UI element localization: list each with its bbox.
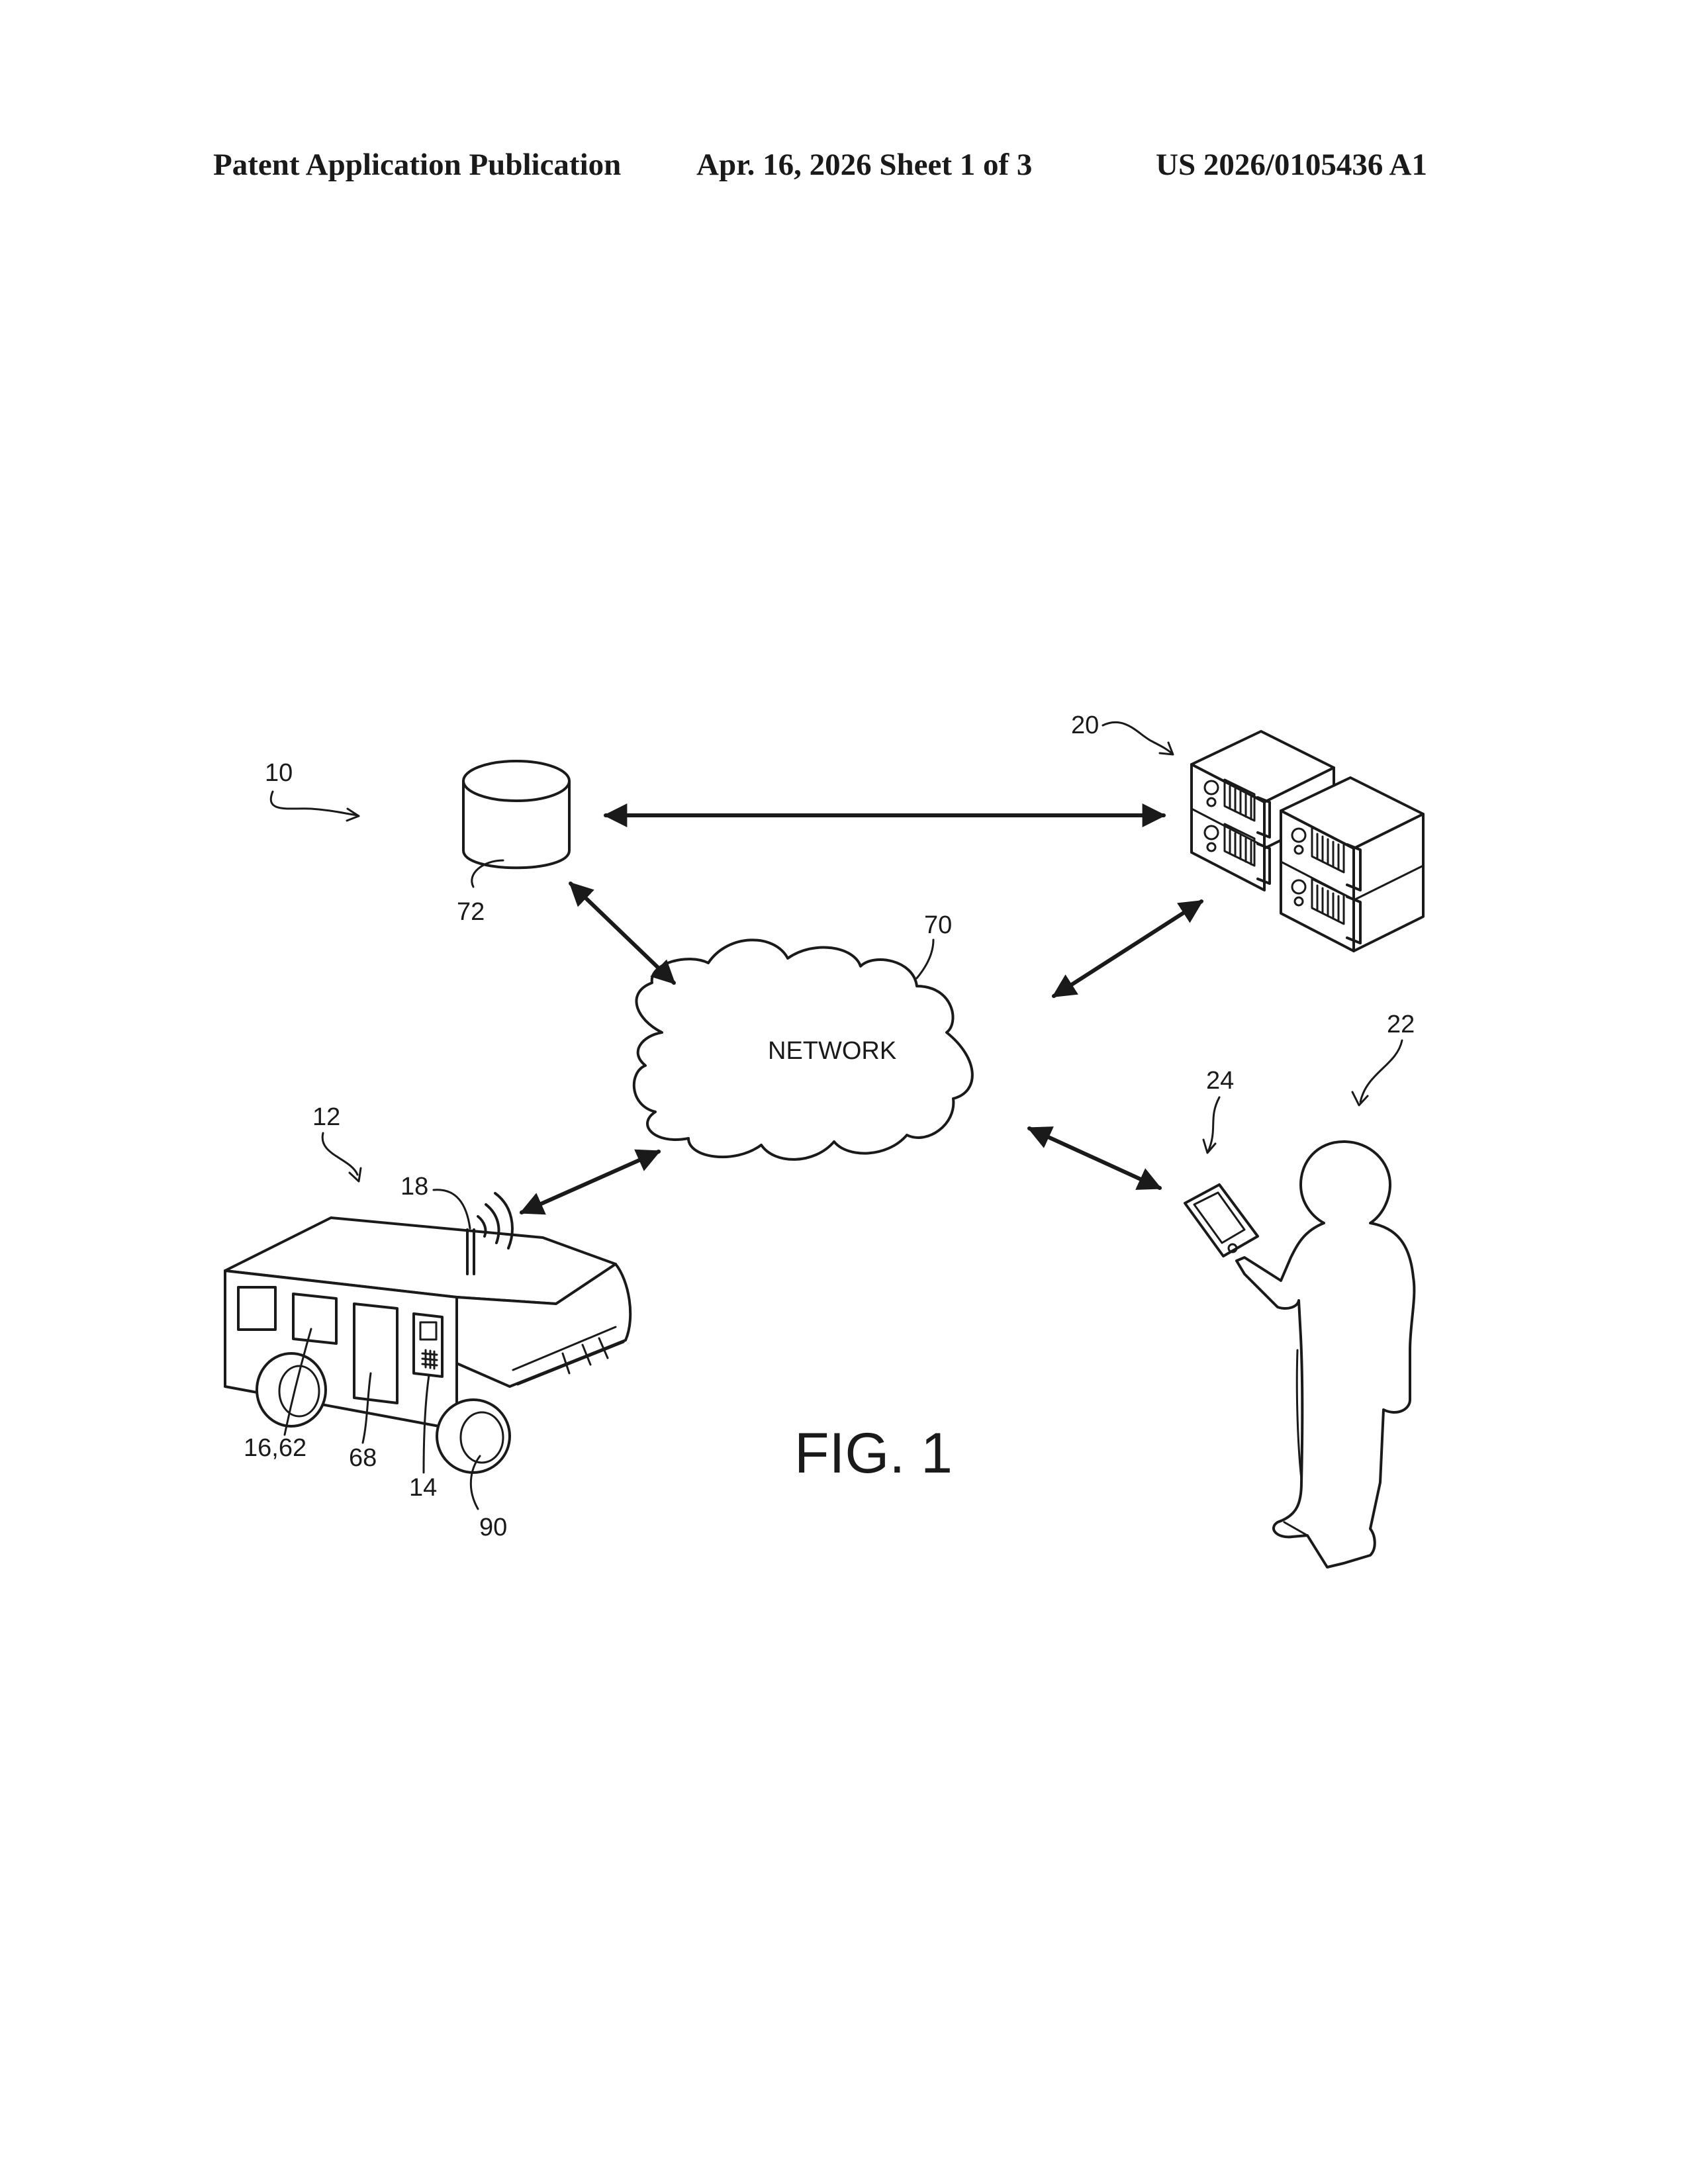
arrow-database-network xyxy=(571,884,674,983)
svg-text:18: 18 xyxy=(400,1173,428,1201)
handheld-device-icon xyxy=(1185,1185,1258,1256)
figure-caption: FIG. 1 xyxy=(794,1422,953,1485)
svg-text:16,62: 16,62 xyxy=(244,1434,306,1462)
svg-text:20: 20 xyxy=(1071,711,1099,739)
svg-text:70: 70 xyxy=(924,911,952,939)
svg-text:22: 22 xyxy=(1387,1011,1415,1038)
ref-24-device-label: 24 xyxy=(1203,1067,1234,1153)
svg-text:72: 72 xyxy=(457,898,485,926)
network-label: NETWORK xyxy=(768,1037,896,1065)
database-icon xyxy=(463,761,569,868)
arrow-network-vehicle xyxy=(522,1152,659,1212)
svg-text:10: 10 xyxy=(265,759,293,787)
server-rack-icon xyxy=(1192,731,1423,951)
svg-text:24: 24 xyxy=(1206,1067,1234,1095)
ref-12-vehicle-label: 12 xyxy=(312,1103,361,1181)
person-user-icon xyxy=(1237,1142,1414,1567)
svg-text:90: 90 xyxy=(479,1514,507,1541)
svg-text:12: 12 xyxy=(312,1103,340,1131)
ref-20-servers-label: 20 xyxy=(1071,711,1173,754)
ref-22-user-label: 22 xyxy=(1352,1011,1415,1105)
ref-10-system-label: 10 xyxy=(265,759,359,821)
ref-72-database-label: 72 xyxy=(457,860,503,926)
svg-text:68: 68 xyxy=(349,1444,377,1472)
arrow-network-servers xyxy=(1054,901,1201,996)
svg-text:14: 14 xyxy=(409,1474,437,1502)
arrow-network-device xyxy=(1029,1128,1160,1188)
ref-18-antenna-label: 18 xyxy=(400,1173,470,1228)
ref-70-network-label: 70 xyxy=(917,911,952,978)
